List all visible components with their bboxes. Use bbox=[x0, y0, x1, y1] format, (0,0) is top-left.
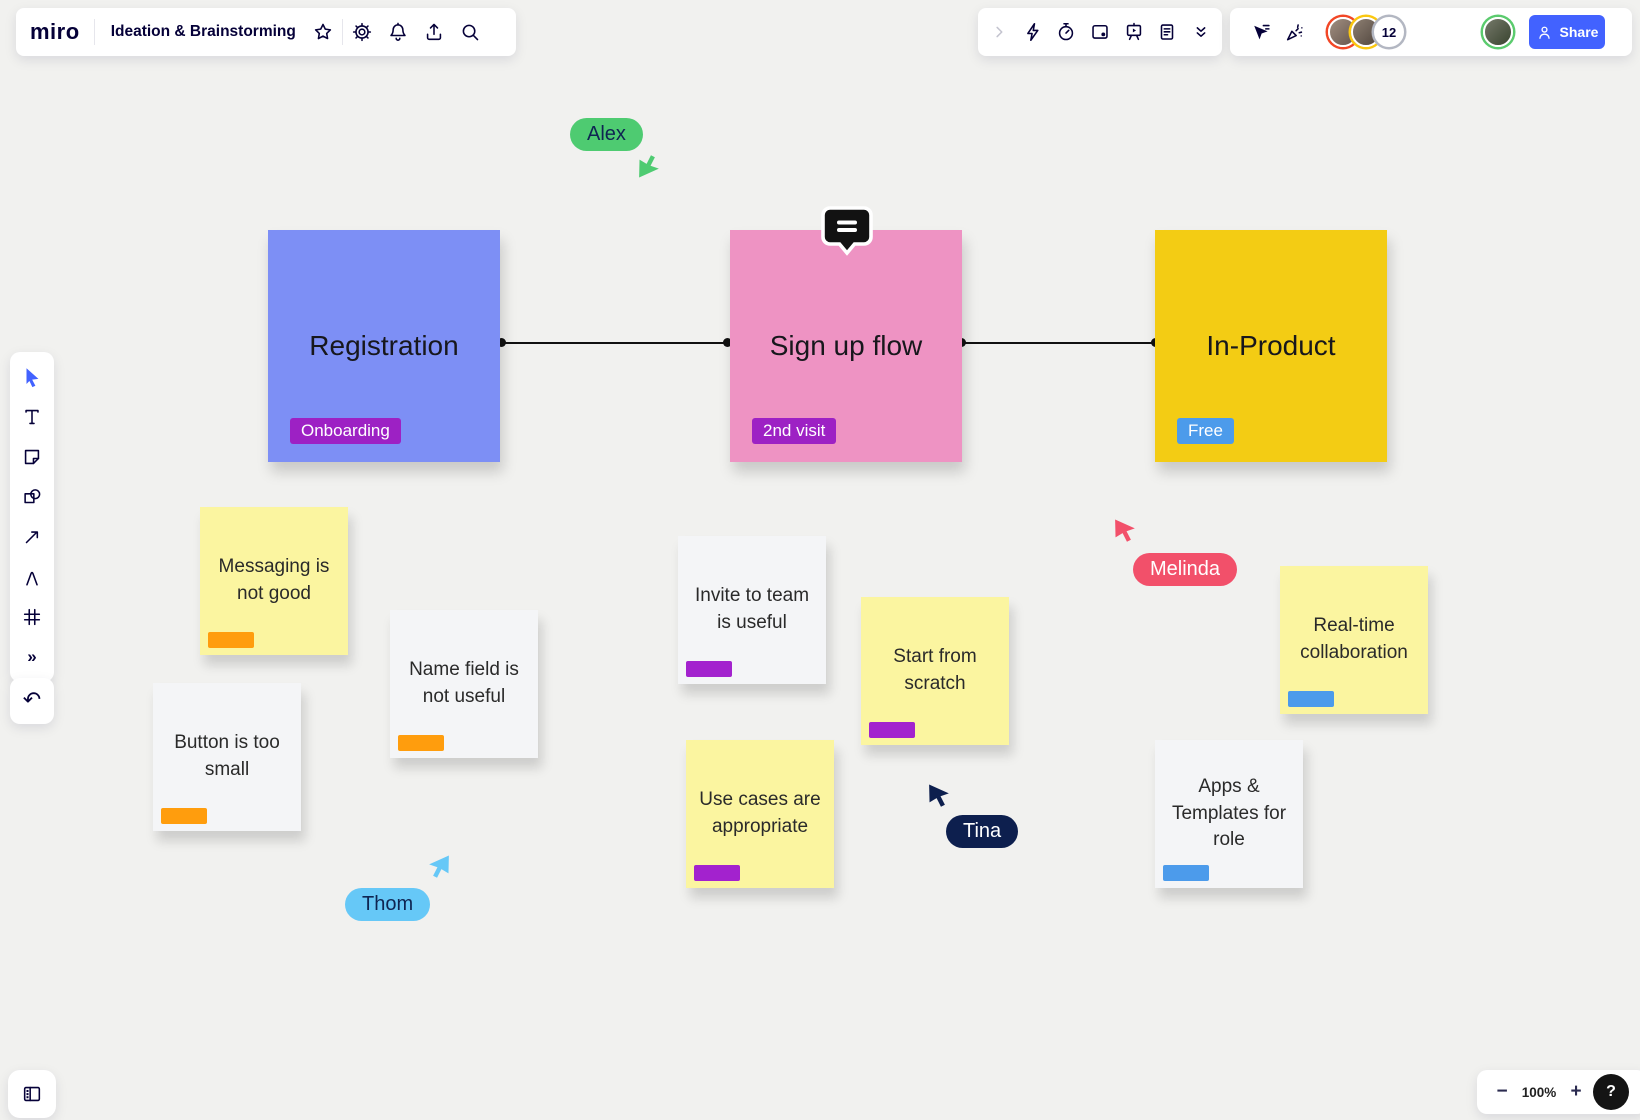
divider bbox=[93, 19, 95, 45]
card-tag[interactable]: Onboarding bbox=[290, 418, 401, 444]
shapes-tool-icon[interactable] bbox=[13, 478, 51, 516]
sticky-tag[interactable] bbox=[398, 735, 444, 751]
select-tool-icon[interactable] bbox=[13, 358, 51, 396]
share-button[interactable]: Share bbox=[1529, 15, 1605, 49]
card-tag[interactable]: Free bbox=[1177, 418, 1234, 444]
facilitation-toolbar bbox=[978, 8, 1222, 56]
connector-line[interactable] bbox=[500, 342, 730, 344]
sticky-note[interactable]: Name field is not useful bbox=[390, 610, 538, 758]
help-button[interactable]: ? bbox=[1593, 1074, 1629, 1110]
sticky-text: Button is too small bbox=[174, 732, 280, 780]
presentation-icon[interactable] bbox=[1117, 14, 1151, 50]
screen-frame-icon[interactable] bbox=[1083, 14, 1117, 50]
notes-icon[interactable] bbox=[1151, 14, 1185, 50]
follow-cursor-icon[interactable] bbox=[1244, 14, 1278, 50]
cursor-label-alex: Alex bbox=[570, 118, 643, 151]
connector-endpoint[interactable] bbox=[723, 338, 732, 347]
cursor-arrow-melinda bbox=[1115, 519, 1135, 542]
sticky-note[interactable]: Real-time collaboration bbox=[1280, 566, 1428, 714]
undo-button[interactable]: ↶ bbox=[10, 678, 54, 724]
collapse-chevron-icon[interactable] bbox=[982, 14, 1016, 50]
card-tag[interactable]: 2nd visit bbox=[752, 418, 837, 444]
sticky-text: Apps & Templates for role bbox=[1171, 776, 1287, 851]
sticky-note[interactable]: Button is too small bbox=[153, 683, 301, 831]
timer-icon[interactable] bbox=[1049, 14, 1083, 50]
cursor-label-tina: Tina bbox=[946, 815, 1019, 848]
cursor-arrow-tina bbox=[929, 784, 949, 807]
zoom-out-button[interactable]: − bbox=[1496, 1081, 1508, 1102]
undo-icon: ↶ bbox=[22, 688, 42, 713]
connection-line-tool-icon[interactable] bbox=[13, 518, 51, 556]
sticky-text: Start from scratch bbox=[893, 646, 977, 694]
cursor-label-melinda: Melinda bbox=[1133, 553, 1238, 586]
sticky-tag[interactable] bbox=[161, 808, 207, 824]
pen-tool-icon[interactable] bbox=[13, 558, 51, 596]
favorite-star-icon[interactable] bbox=[306, 14, 340, 50]
sidebar-toggle-button[interactable] bbox=[8, 1070, 56, 1118]
settings-gear-icon[interactable] bbox=[345, 14, 379, 50]
sticky-note[interactable]: Apps & Templates for role bbox=[1155, 740, 1303, 888]
sticky-text: Real-time collaboration bbox=[1300, 615, 1408, 663]
person-icon bbox=[1538, 26, 1550, 39]
sticky-text: Name field is not useful bbox=[409, 659, 519, 707]
more-tools-icon[interactable]: » bbox=[27, 647, 37, 666]
card-title: Sign up flow bbox=[769, 330, 923, 361]
card-title: In-Product bbox=[1206, 330, 1336, 361]
sticky-tag[interactable] bbox=[1288, 691, 1334, 707]
zoom-in-button[interactable]: + bbox=[1570, 1081, 1582, 1102]
sticky-text: Use cases are appropriate bbox=[699, 789, 821, 837]
zoom-controls: − 100% + ? bbox=[1477, 1070, 1640, 1114]
comment-badge-icon[interactable] bbox=[818, 204, 876, 263]
cursor-arrow-thom bbox=[429, 855, 449, 878]
sticky-note[interactable]: Messaging is not good bbox=[200, 507, 348, 655]
frame-tool-icon[interactable] bbox=[13, 598, 51, 636]
miro-logo[interactable]: miro bbox=[30, 19, 80, 44]
collaborator-count-badge[interactable]: 12 bbox=[1374, 17, 1404, 47]
reactions-bolt-icon[interactable] bbox=[1016, 14, 1050, 50]
creation-toolbar: » bbox=[10, 352, 54, 682]
sticky-tag[interactable] bbox=[686, 661, 732, 677]
card-sign-up-flow[interactable]: Sign up flow 2nd visit bbox=[730, 230, 962, 462]
sticky-note[interactable]: Use cases are appropriate bbox=[686, 740, 834, 888]
collaboration-toolbar: 12 Share bbox=[1230, 8, 1632, 56]
divider bbox=[341, 19, 343, 45]
sticky-tag[interactable] bbox=[208, 632, 254, 648]
current-user-avatar[interactable] bbox=[1483, 17, 1513, 47]
cursor-arrow-alex bbox=[639, 155, 659, 178]
sticky-note[interactable]: Start from scratch bbox=[861, 597, 1009, 745]
sticky-tag[interactable] bbox=[869, 722, 915, 738]
board-header: miro Ideation & Brainstorming bbox=[16, 8, 516, 56]
zoom-level[interactable]: 100% bbox=[1521, 1084, 1557, 1100]
card-registration[interactable]: Registration Onboarding bbox=[268, 230, 500, 462]
connector-endpoint[interactable] bbox=[497, 338, 506, 347]
search-icon[interactable] bbox=[453, 14, 487, 50]
board-title[interactable]: Ideation & Brainstorming bbox=[110, 23, 296, 40]
celebration-icon[interactable] bbox=[1278, 14, 1312, 50]
notifications-bell-icon[interactable] bbox=[381, 14, 415, 50]
sidebar-panel-icon bbox=[23, 1086, 41, 1102]
more-chevrons-icon[interactable] bbox=[1184, 14, 1218, 50]
sticky-tag[interactable] bbox=[694, 865, 740, 881]
sticky-text: Invite to team is useful bbox=[694, 585, 810, 633]
connector-line[interactable] bbox=[962, 342, 1155, 344]
text-tool-icon[interactable] bbox=[13, 398, 51, 436]
cursor-label-thom: Thom bbox=[345, 888, 431, 921]
sticky-tag[interactable] bbox=[1163, 865, 1209, 881]
export-upload-icon[interactable] bbox=[417, 14, 451, 50]
card-title: Registration bbox=[309, 330, 459, 361]
sticky-note-tool-icon[interactable] bbox=[13, 438, 51, 476]
share-label: Share bbox=[1559, 24, 1599, 40]
card-in-product[interactable]: In-Product Free bbox=[1155, 230, 1387, 462]
sticky-text: Messaging is not good bbox=[218, 556, 330, 604]
sticky-note[interactable]: Invite to team is useful bbox=[678, 536, 826, 684]
